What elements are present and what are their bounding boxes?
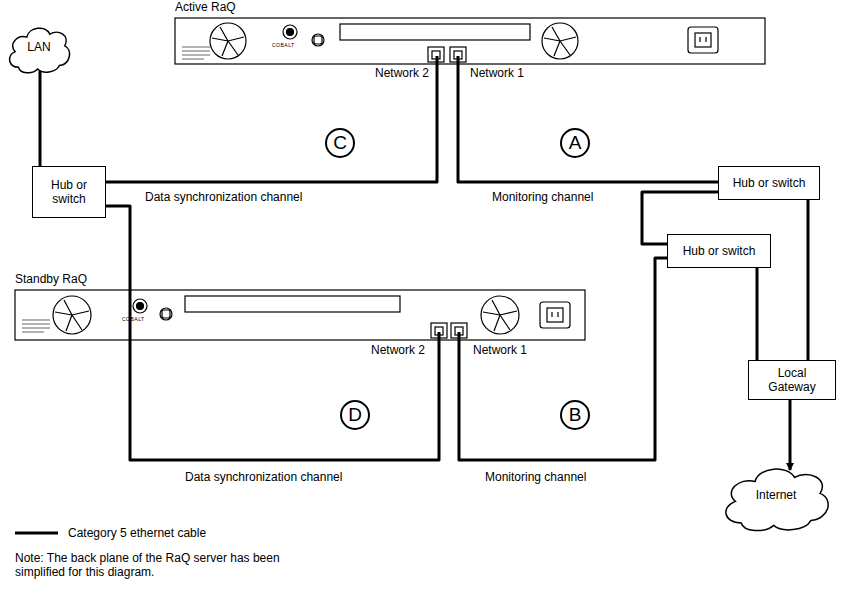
ethernet-cable <box>106 206 439 460</box>
network-cloud: Internet <box>718 455 834 535</box>
callout-letter: B <box>560 400 590 430</box>
server-title: Standby RaQ <box>15 272 87 286</box>
port-label: Network 1 <box>470 66 524 80</box>
ethernet-cable <box>789 400 792 470</box>
callout-letter: C <box>325 128 355 158</box>
channel-label: Monitoring channel <box>485 470 586 484</box>
server-title: Active RaQ <box>175 0 236 14</box>
channel-label: Monitoring channel <box>492 190 593 204</box>
note-text: Note: The back plane of the RaQ server h… <box>15 551 285 579</box>
hub-box: Hub or switch <box>32 166 106 218</box>
channel-label: Data synchronization channel <box>185 470 342 484</box>
channel-label: Data synchronization channel <box>145 190 302 204</box>
cloud-path <box>726 469 828 531</box>
node-text: Hub or switch <box>33 176 105 208</box>
ethernet-cable <box>39 71 42 166</box>
ethernet-cable <box>807 200 810 360</box>
callout-letter: D <box>340 400 370 430</box>
logo-text: COBALT <box>272 42 295 48</box>
node-text: Internet <box>752 486 801 504</box>
network-cloud: LAN <box>5 18 73 76</box>
hub-box: Hub or switch <box>718 166 820 200</box>
node-text: Hub or switch <box>679 242 760 260</box>
node-text: Hub or switch <box>729 174 810 192</box>
port-label: Network 2 <box>375 66 429 80</box>
ethernet-cable <box>458 56 718 182</box>
ethernet-cable <box>756 268 759 360</box>
node-text: LAN <box>23 38 54 56</box>
port-label: Network 2 <box>371 343 425 357</box>
ethernet-cable <box>106 56 437 182</box>
node-text: Local Gateway <box>749 364 835 396</box>
logo-text: COBALT <box>122 316 145 322</box>
ethernet-cable <box>459 258 667 460</box>
gateway-box: Local Gateway <box>748 360 836 400</box>
legend-text: Category 5 ethernet cable <box>68 526 206 540</box>
server-unit: Standby RaQ <box>15 290 585 340</box>
port-label: Network 1 <box>473 343 527 357</box>
server-unit: Active RaQ <box>175 18 765 64</box>
callout-letter: A <box>560 128 590 158</box>
cloud-path <box>10 28 70 73</box>
hub-box: Hub or switch <box>667 234 771 268</box>
legend-line <box>15 532 58 535</box>
